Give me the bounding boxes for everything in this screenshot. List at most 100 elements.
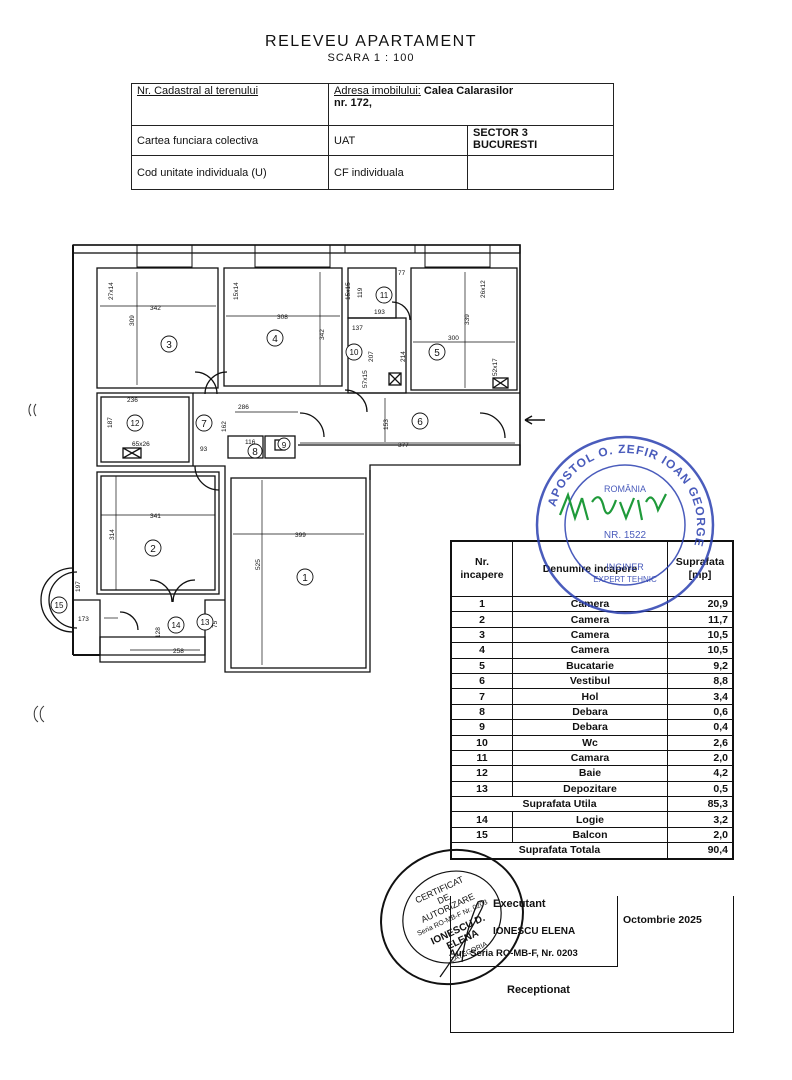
row-area: 0,4: [667, 719, 733, 736]
room-number-10: 10: [350, 348, 359, 357]
room-number-12: 12: [131, 419, 140, 428]
cf-collective-cell: Cartea funciara colectiva: [131, 125, 329, 156]
row-nr: 14: [451, 811, 513, 828]
row-name: Camera: [512, 611, 668, 628]
dim-r5-height: 339: [464, 314, 471, 325]
room-marker-8: 8: [247, 443, 263, 459]
dim-r4-tag: 15x14: [233, 282, 240, 300]
room-marker-7: 7: [195, 414, 213, 432]
row-nr: 11: [451, 749, 513, 767]
row-area: 20,9: [667, 595, 733, 613]
empty-cell: [467, 155, 614, 190]
room-number-7: 7: [201, 419, 207, 430]
row-name: Depozitare: [512, 780, 668, 798]
row-name: Balcon: [512, 826, 668, 844]
scale-label: SCARA 1 : 100: [327, 52, 415, 64]
dim-r4-width: 308: [277, 314, 288, 321]
room-marker-2: 2: [144, 539, 162, 557]
row-area: 4,2: [667, 765, 733, 782]
dim-r3-height: 309: [129, 315, 136, 326]
executant-block: Executant IONESCU ELENA Aut. Seria RO-MB…: [449, 896, 734, 1033]
row-nr: 5: [451, 657, 513, 674]
dim-r6-b: 153: [383, 419, 390, 430]
cadastral-label: Nr. Cadastral al terenului: [137, 85, 259, 97]
dim-r12-b: 187: [107, 417, 114, 428]
dim-r2-a: 341: [150, 513, 161, 520]
unit-code-label: Cod unitate individuala (U): [137, 166, 267, 179]
room-marker-9: 9: [277, 437, 291, 451]
cf-collective-label: Cartea funciara colectiva: [137, 134, 259, 147]
uat-label: UAT: [334, 134, 356, 147]
row-area: 11,7: [667, 611, 733, 628]
row-nr: 4: [451, 642, 513, 659]
cadastral-cell: Nr. Cadastral al terenului: [131, 83, 329, 126]
row-name: Camera: [512, 626, 668, 644]
dim-r8-b: 162: [221, 421, 228, 432]
room-marker-4: 4: [266, 329, 284, 347]
row-area: 2,0: [667, 826, 733, 844]
room-number-15: 15: [55, 601, 64, 610]
sector-label: SECTOR 3: [473, 127, 528, 139]
useful-area-label: Suprafata Utila: [451, 796, 668, 813]
dim-r10-c: 214: [400, 351, 407, 362]
room-number-6: 6: [417, 417, 423, 428]
room-marker-14: 14: [167, 616, 185, 634]
dim-r10-a: 137: [352, 325, 363, 332]
dim-r11-d: 15x15: [345, 282, 352, 300]
row-name: Camera: [512, 595, 668, 613]
surface-table-panel: Nr. incapere Denumire incapere Suprafata…: [450, 540, 734, 860]
document-date: Octombrie 2025: [623, 914, 702, 926]
room-number-13: 13: [201, 618, 210, 627]
row-area: 10,5: [667, 626, 733, 644]
room-marker-1: 1: [296, 568, 314, 586]
room-marker-6: 6: [411, 412, 429, 430]
row-name: Logie: [512, 811, 668, 828]
dim-r6-a: 286: [238, 404, 249, 411]
executant-name: IONESCU ELENA: [493, 926, 576, 937]
row-nr: 6: [451, 672, 513, 690]
row-nr: 3: [451, 626, 513, 644]
dim-r8-a: 116: [245, 439, 256, 446]
total-area-value: 90,4: [667, 842, 733, 859]
room-marker-13: 13: [196, 613, 214, 631]
row-area: 2,6: [667, 734, 733, 751]
dim-r10-d: 57x15: [362, 370, 369, 388]
room-marker-5: 5: [428, 343, 446, 361]
dim-r1-a: 399: [295, 532, 306, 539]
dim-r12-c: 65x26: [132, 441, 150, 448]
row-name: Debara: [512, 719, 668, 736]
row-nr: 8: [451, 703, 513, 721]
dim-r14-a: 128: [155, 627, 162, 638]
address-number: nr. 172,: [334, 97, 372, 109]
row-nr: 9: [451, 719, 513, 736]
dim-r12-a: 236: [127, 397, 138, 404]
row-nr: 13: [451, 780, 513, 798]
dim-r8-c: 93: [200, 446, 208, 453]
row-name: Camara: [512, 749, 668, 767]
row-area: 2,0: [667, 749, 733, 767]
cadastral-info-table: Nr. Cadastral al terenului Adresa imobil…: [131, 83, 614, 190]
rooms-table: Nr. incapere Denumire incapere Suprafata…: [451, 541, 733, 859]
row-name: Vestibul: [512, 672, 668, 690]
room-marker-15: 15: [50, 596, 68, 614]
dim-r5-bath: 52x17: [492, 358, 499, 376]
dim-r15-b: 173: [78, 616, 89, 623]
dim-r13-a: 75: [212, 620, 219, 628]
row-name: Camera: [512, 642, 668, 659]
room-number-5: 5: [434, 348, 440, 359]
room-marker-11: 11: [375, 286, 393, 304]
header-name: Denumire incapere: [512, 541, 668, 597]
row-area: 3,2: [667, 811, 733, 828]
address-label: Adresa imobilului:: [334, 85, 421, 97]
